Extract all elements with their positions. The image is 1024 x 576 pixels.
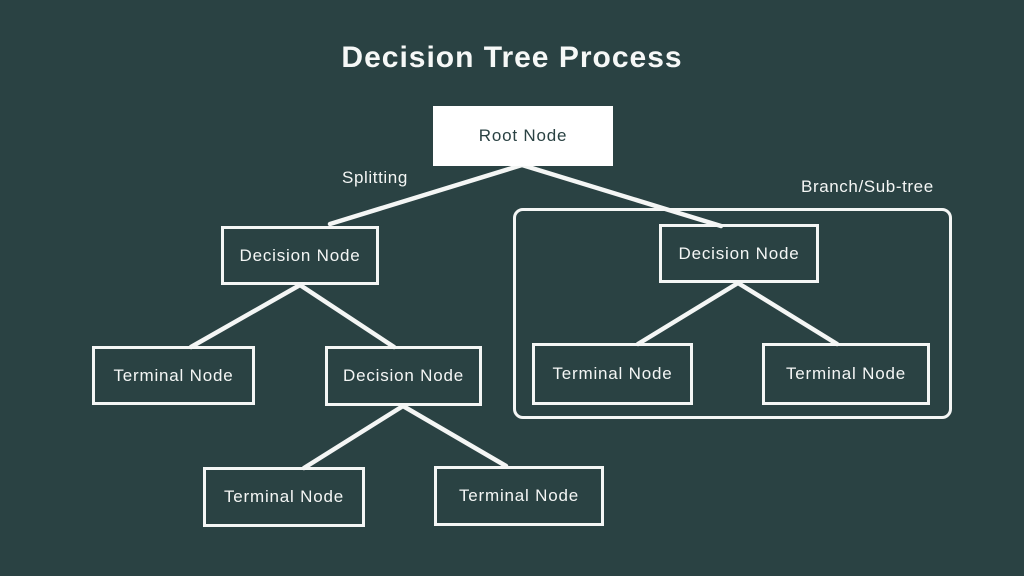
decision-node-middle: Decision Node [325, 346, 482, 406]
connector-rightdecision-to-subleft [635, 280, 741, 347]
connector-rightdecision-to-subright [735, 280, 840, 347]
connector-root-to-right-decision [519, 162, 724, 229]
branch-subtree-label: Branch/Sub-tree [801, 177, 934, 196]
splitting-label: Splitting [342, 168, 408, 187]
subtree-terminal-node-right: Terminal Node [762, 343, 930, 405]
connector-middecision-to-botright [400, 403, 509, 469]
connector-middecision-to-botleft [301, 403, 406, 471]
page-title: Decision Tree Process [341, 41, 683, 74]
decision-node-left: Decision Node [221, 226, 379, 285]
connector-leftdecision-to-terminal [188, 282, 303, 350]
root-node: Root Node [433, 106, 613, 166]
decision-node-right: Decision Node [659, 224, 819, 283]
connector-root-to-left-decision [327, 162, 525, 227]
terminal-node-left: Terminal Node [92, 346, 255, 405]
terminal-node-bottom-left: Terminal Node [203, 467, 365, 527]
connector-leftdecision-to-middecision [297, 282, 397, 350]
branch-subtree-container [513, 208, 952, 419]
subtree-terminal-node-left: Terminal Node [532, 343, 693, 405]
terminal-node-bottom-right: Terminal Node [434, 466, 604, 526]
